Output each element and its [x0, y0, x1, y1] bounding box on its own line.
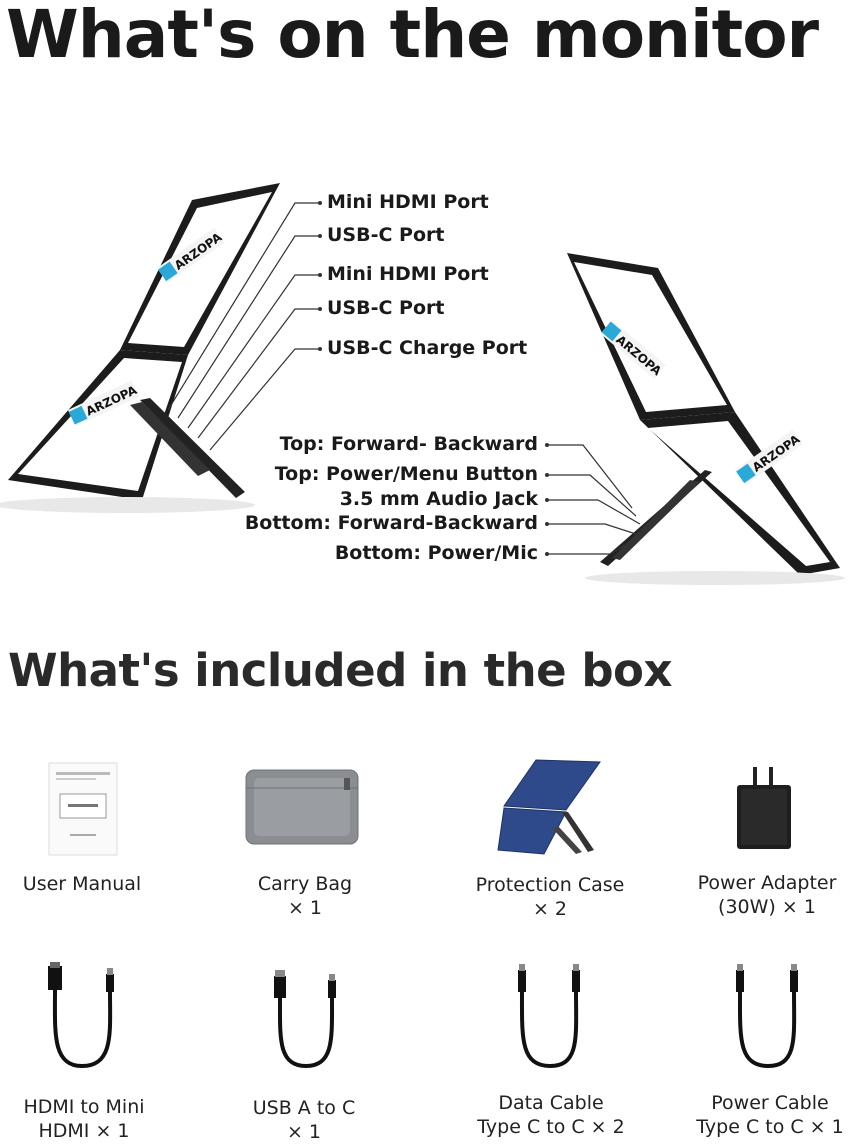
port-label-right-2: Top: Power/Menu Button	[274, 463, 538, 485]
port-label-right-3: 3.5 mm Audio Jack	[339, 488, 538, 510]
item-caption-line2: Type C to C × 2	[477, 1116, 625, 1138]
item-caption-line2: HDMI × 1	[38, 1120, 130, 1142]
item-caption-case: Protection Case × 2	[450, 873, 650, 921]
usb-a-cable-icon	[274, 970, 336, 1069]
data-cable-icon	[518, 964, 580, 1069]
item-caption-line1: Power Cable	[711, 1092, 829, 1114]
port-label-left-2: USB-C Port	[327, 224, 445, 246]
power-cable-icon	[736, 964, 798, 1069]
port-label-left-3: Mini HDMI Port	[327, 263, 489, 285]
item-caption-usb-a: USB A to C × 1	[204, 1096, 404, 1144]
case-icon	[497, 759, 601, 855]
bag-icon	[245, 769, 359, 845]
left-leader-lines	[167, 202, 320, 451]
item-caption-manual: User Manual	[0, 872, 182, 896]
monitor-section-title: What's on the monitor	[6, 0, 819, 73]
item-caption-hdmi: HDMI to Mini HDMI × 1	[0, 1095, 184, 1143]
item-caption-data-cable: Data Cable Type C to C × 2	[451, 1091, 651, 1139]
right-leader-dots	[545, 443, 549, 556]
item-caption-adapter: Power Adapter (30W) × 1	[667, 871, 859, 919]
item-caption-line1: Carry Bag	[257, 873, 353, 895]
monitor-diagram: ARZOPA ARZOPA ARZOPA ARZOPA	[0, 183, 845, 585]
port-label-left-1: Mini HDMI Port	[327, 191, 489, 213]
left-monitor-illustration: ARZOPA ARZOPA	[0, 183, 280, 513]
manual-icon	[48, 762, 118, 856]
item-caption-line1: User Manual	[22, 873, 142, 895]
left-leader-dots	[318, 201, 322, 351]
port-label-left-4: USB-C Port	[327, 297, 445, 319]
port-label-right-1: Top: Forward- Backward	[279, 433, 538, 455]
port-label-right-4: Bottom: Forward-Backward	[244, 512, 538, 534]
port-label-left-5: USB-C Charge Port	[327, 337, 528, 359]
port-label-right-5: Bottom: Power/Mic	[334, 542, 538, 564]
item-caption-line1: Power Adapter	[697, 872, 837, 894]
item-caption-line2: × 1	[287, 897, 323, 919]
right-leader-lines	[547, 444, 641, 555]
right-monitor-illustration: ARZOPA ARZOPA	[567, 253, 845, 585]
item-caption-power-cable: Power Cable Type C to C × 1	[670, 1091, 859, 1139]
item-caption-bag: Carry Bag × 1	[205, 872, 405, 920]
adapter-icon	[737, 767, 791, 849]
item-caption-line2: × 2	[532, 898, 568, 920]
hdmi-cable-icon	[48, 962, 114, 1069]
item-caption-line1: Protection Case	[475, 874, 625, 896]
item-caption-line2: × 1	[286, 1121, 322, 1143]
box-section-title: What's included in the box	[8, 644, 673, 697]
item-caption-line1: HDMI to Mini	[23, 1096, 145, 1118]
item-caption-line2: Type C to C × 1	[696, 1116, 844, 1138]
item-caption-line1: USB A to C	[252, 1097, 356, 1119]
item-caption-line2: (30W) × 1	[718, 896, 816, 918]
item-caption-line1: Data Cable	[498, 1092, 604, 1114]
